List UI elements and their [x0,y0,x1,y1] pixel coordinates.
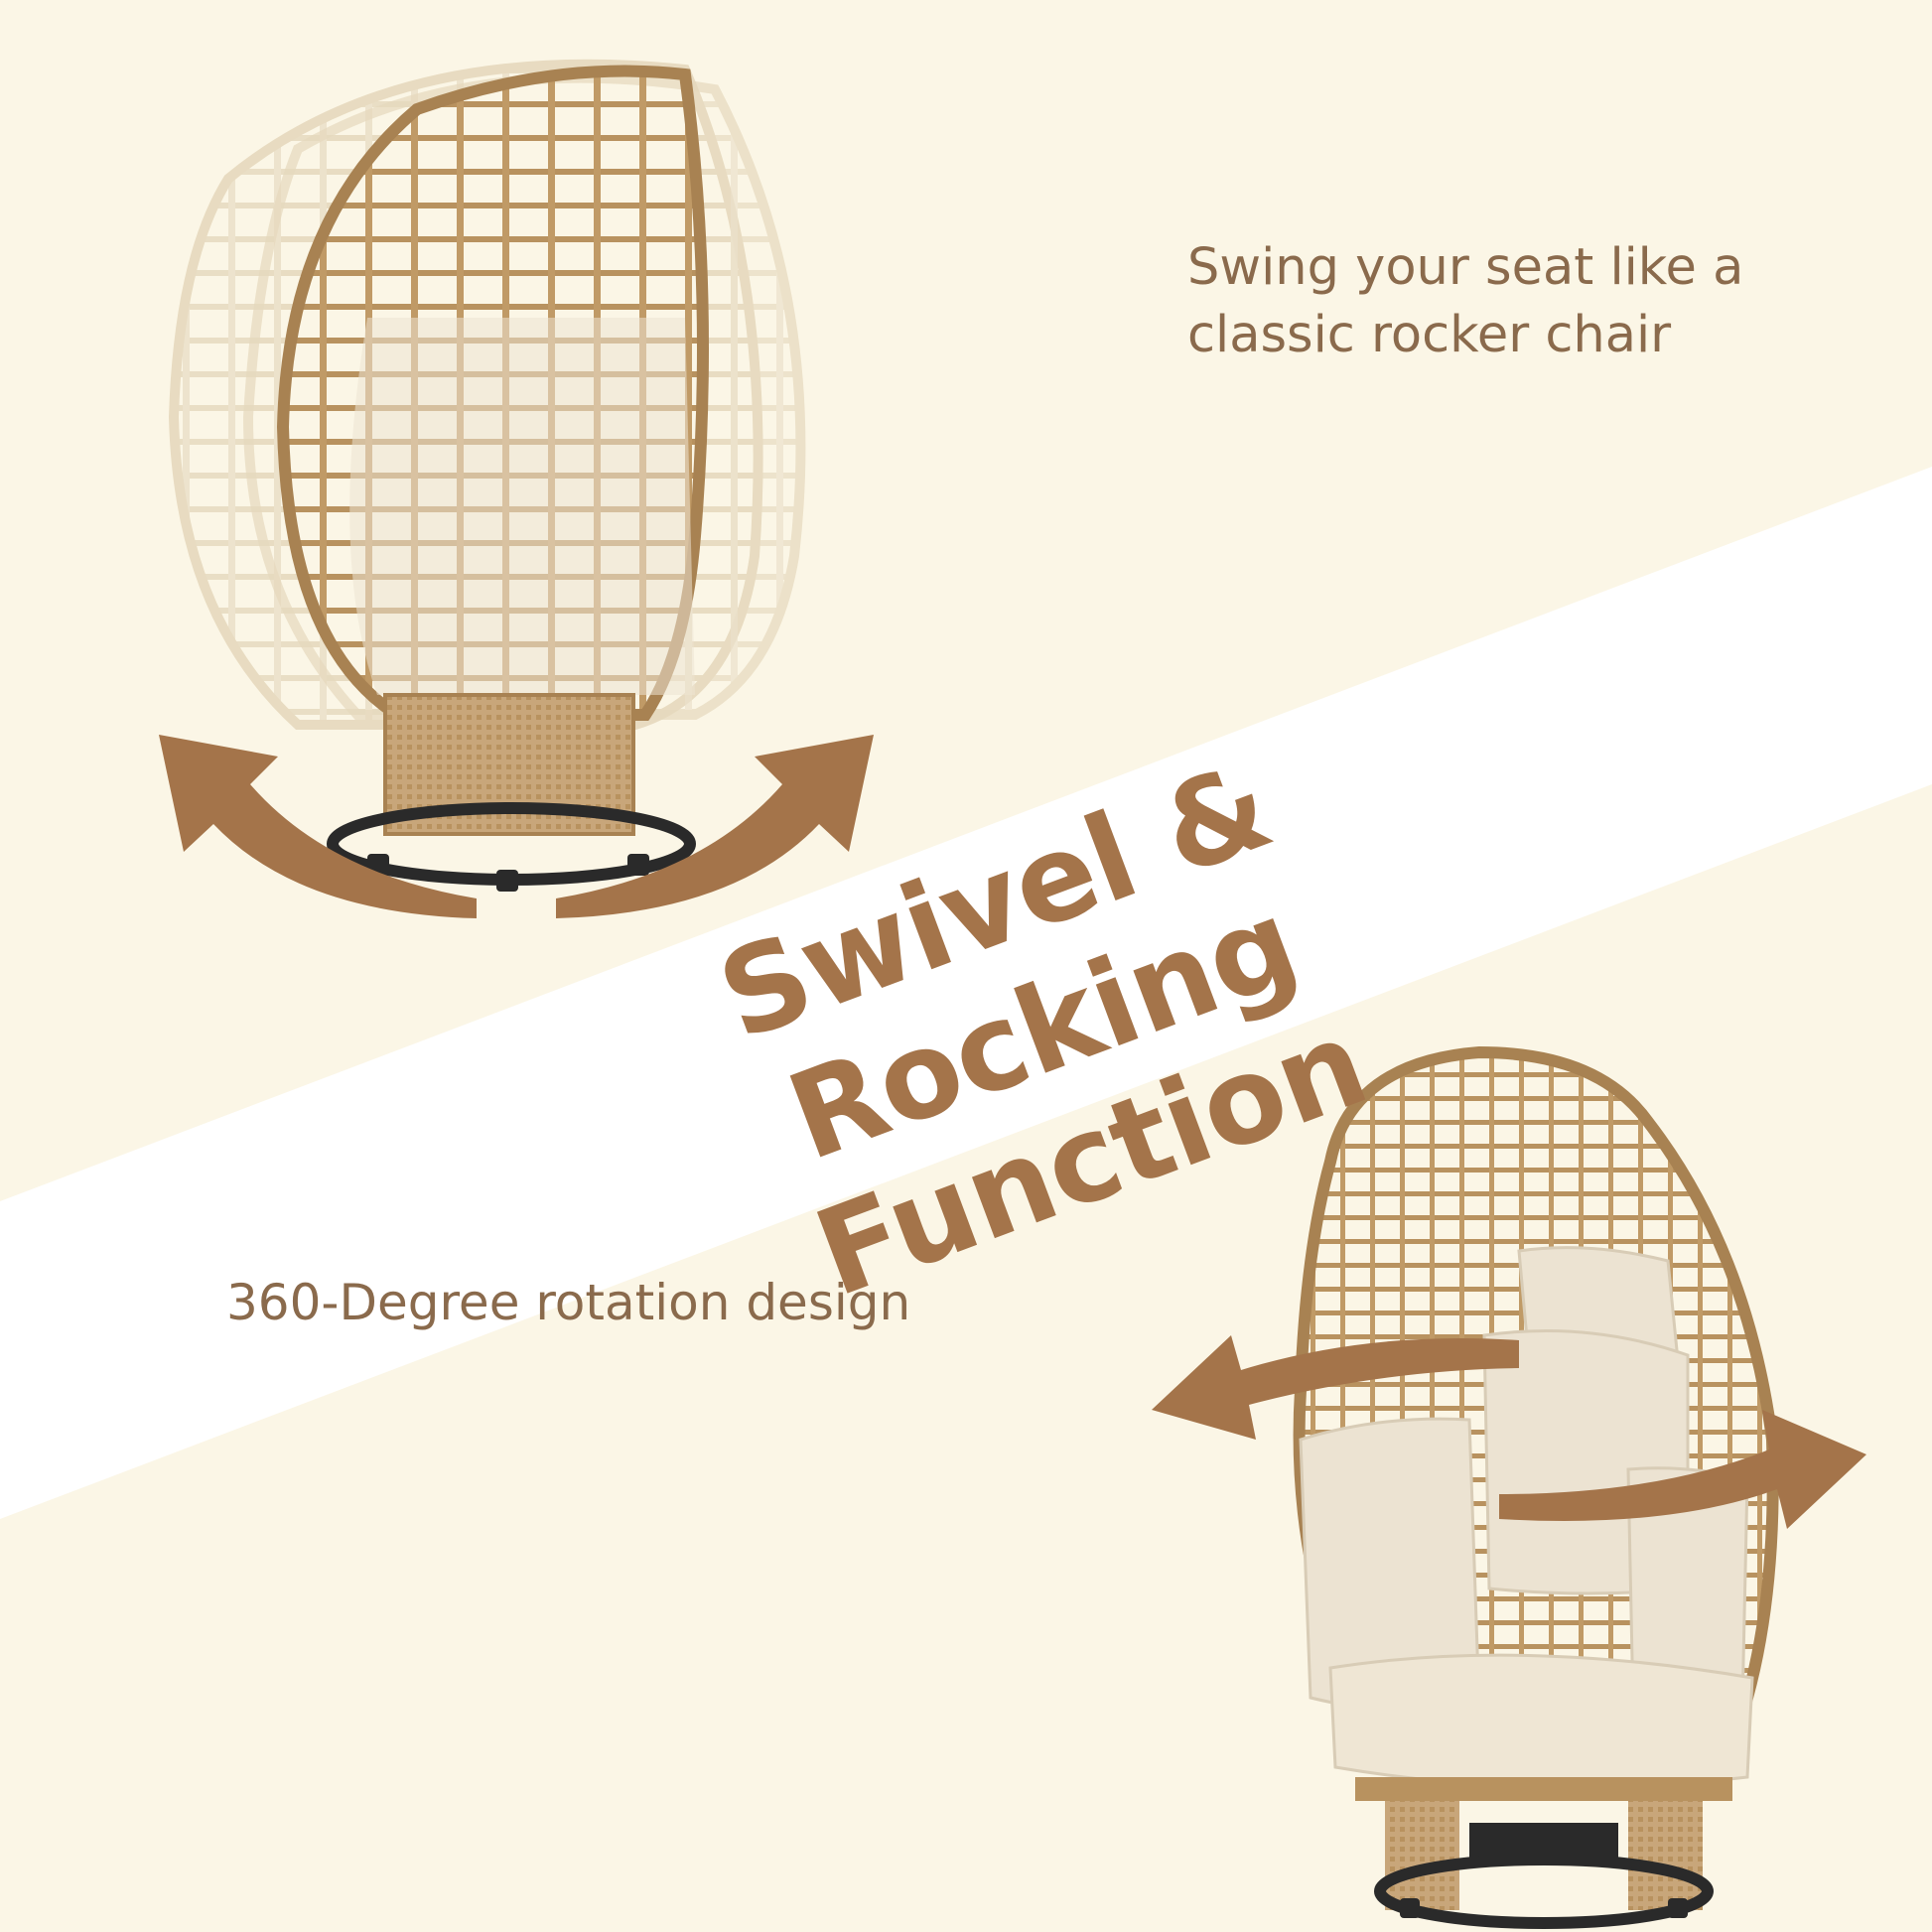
diagonal-banner [0,467,1932,1519]
swivel-caption: 360-Degree rotation design [226,1274,911,1331]
rocking-chair-image [168,59,806,892]
rocking-caption: Swing your seat like a classic rocker ch… [1187,234,1882,369]
rotation-arrow-icon [1152,1335,1866,1529]
rocking-caption-line-1: Swing your seat like a [1187,238,1744,297]
curved-double-arrow-icon [159,735,874,918]
rocking-caption-line-2: classic rocker chair [1187,306,1672,364]
